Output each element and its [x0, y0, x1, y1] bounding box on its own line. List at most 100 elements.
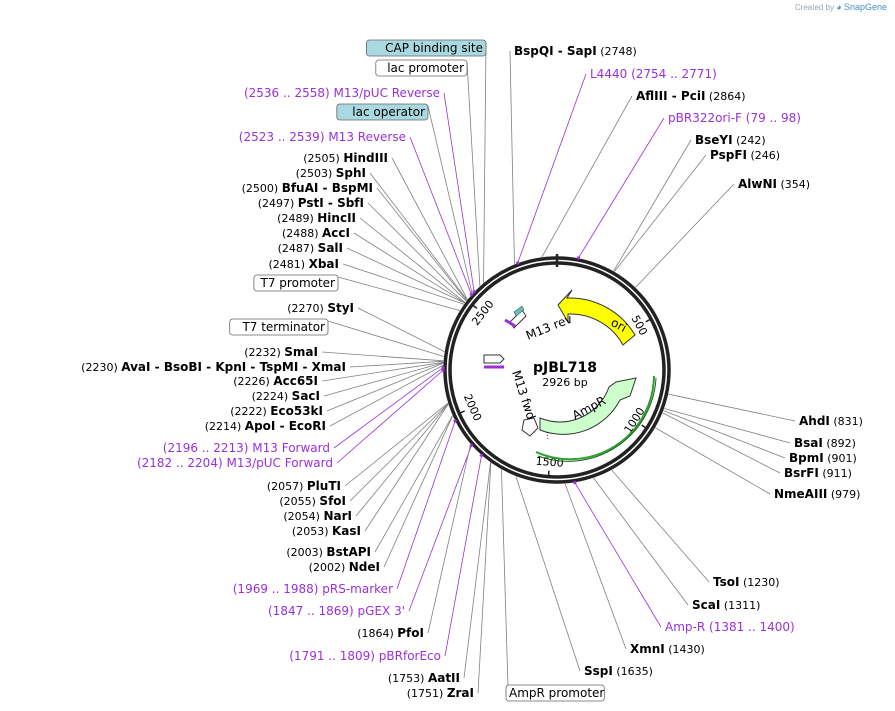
site-label-avai[interactable]: (2230) AvaI - BsoBI - KpnI - TspMI - Xma…	[81, 360, 346, 374]
label-part: (2226)	[233, 375, 270, 388]
site-label-saci[interactable]: (2224) SacI	[252, 389, 320, 403]
leader-line	[396, 420, 456, 590]
feature-box-cap-binding-site[interactable]: CAP binding site	[365, 39, 487, 57]
label-part: NdeI	[349, 560, 380, 574]
site-label-zrai[interactable]: (1751) ZraI	[407, 686, 474, 700]
leader-lines	[321, 41, 796, 694]
site-label-m13-puc-forward[interactable]: (2182 .. 2204) M13/pUC Forward	[137, 456, 333, 470]
site-label-bspqi[interactable]: BspQI - SapI (2748)	[514, 44, 637, 58]
m13-fwd-arrow[interactable]	[483, 354, 505, 364]
feature-box-t7-promoter[interactable]: T7 promoter	[253, 274, 339, 292]
site-label-sali[interactable]: (2487) SalI	[278, 241, 343, 255]
feature-box-lac-promoter[interactable]: lac promoter	[375, 59, 468, 77]
label-part: (2505)	[303, 152, 340, 165]
site-label-m13-reverse[interactable]: (2523 .. 2539) M13 Reverse	[239, 130, 406, 144]
leader-line	[466, 61, 481, 287]
label-part: SphI	[336, 166, 366, 180]
site-label-apoi[interactable]: (2214) ApoI - EcoRI	[205, 419, 326, 433]
label-part: NarI	[323, 509, 352, 523]
label-part: (2500)	[242, 182, 279, 195]
site-label-l4440[interactable]: L4440 (2754 .. 2771)	[590, 67, 717, 81]
site-label-hincii[interactable]: (2489) HincII	[277, 211, 356, 225]
site-label-m13-puc-reverse[interactable]: (2536 .. 2558) M13/pUC Reverse	[244, 86, 440, 100]
feature-box-t7-terminator[interactable]: T7 terminator	[229, 318, 329, 336]
site-label-hindiii[interactable]: (2505) HindIII	[303, 151, 388, 165]
tick-mark-1000	[641, 424, 648, 429]
primer-ring-mark	[469, 443, 474, 448]
site-label-bfuai[interactable]: (2500) BfuAI - BspMI	[242, 181, 373, 195]
leader-line	[578, 117, 665, 259]
label-part: -	[275, 419, 288, 433]
site-label-psti[interactable]: (2497) PstI - SbfI	[258, 196, 364, 210]
feature-box-lac-operator[interactable]: lac operator	[336, 103, 429, 121]
site-label-pfoi[interactable]: (1864) PfoI	[357, 626, 424, 640]
site-label-sfoi[interactable]: (2055) SfoI	[279, 494, 346, 508]
label-part: (2754 .. 2771)	[631, 67, 717, 81]
label-part: (1847 .. 1869)	[268, 604, 354, 618]
label-part: SfoI	[319, 494, 346, 508]
ori-feature-arrow[interactable]	[557, 289, 636, 346]
site-label-pbr322ori-f[interactable]: pBR322ori-F (79 .. 98)	[668, 111, 801, 125]
site-label-acc65i[interactable]: (2226) Acc65I	[233, 374, 318, 388]
label-part: pBRforEco	[379, 649, 441, 663]
leader-line	[668, 393, 796, 422]
site-label-ndei[interactable]: (2002) NdeI	[309, 560, 380, 574]
label-part: StyI	[327, 301, 354, 315]
site-label-alwni[interactable]: AlwNI (354)	[738, 177, 810, 191]
watermark-brand: SnapGene	[843, 2, 887, 12]
site-label-amp-r[interactable]: Amp-R (1381 .. 1400)	[665, 620, 795, 634]
feature-box-ampr-promoter[interactable]: AmpR promoter	[505, 684, 605, 702]
site-label-xbai[interactable]: (2481) XbaI	[269, 257, 339, 271]
site-label-sphi[interactable]: (2503) SphI	[296, 166, 366, 180]
label-part: HincII	[317, 211, 356, 225]
feature-box-label: lac operator	[352, 105, 425, 119]
site-label-bsai[interactable]: BsaI (892)	[794, 436, 856, 450]
label-part: (1751)	[407, 687, 444, 700]
leader-line	[443, 92, 475, 292]
leader-line	[517, 73, 587, 264]
site-label-pspfi[interactable]: PspFI (246)	[710, 148, 780, 162]
site-label-afliii[interactable]: AflIII - PciI (2864)	[636, 89, 746, 103]
site-label-styi[interactable]: (2270) StyI	[287, 301, 354, 315]
label-part: (2497)	[258, 197, 295, 210]
leader-line	[509, 50, 515, 265]
feature-label-ori: ori	[609, 315, 629, 335]
site-label-eco53ki[interactable]: (2222) Eco53kI	[230, 404, 323, 418]
site-label-ahdi[interactable]: AhdI (831)	[799, 414, 863, 428]
leader-line	[326, 362, 444, 412]
site-label-scai[interactable]: ScaI (1311)	[692, 598, 760, 612]
leader-line	[321, 351, 444, 362]
leader-line	[321, 361, 444, 382]
site-label-pgex-3-[interactable]: (1847 .. 1869) pGEX 3'	[268, 604, 405, 618]
label-part: AhdI	[799, 414, 830, 428]
site-label-nmeaiii[interactable]: NmeAIII (979)	[774, 487, 860, 501]
t7-marker-arrow[interactable]	[521, 417, 539, 437]
label-part: pBR322ori-F	[668, 111, 742, 125]
site-label-smai[interactable]: (2232) SmaI	[244, 345, 318, 359]
site-label-bseyi[interactable]: BseYI (242)	[695, 133, 766, 147]
site-label-xmni[interactable]: XmnI (1430)	[630, 642, 705, 656]
site-label-aatii[interactable]: (1753) AatII	[388, 671, 460, 685]
label-part: -	[324, 196, 337, 210]
site-label-tsoi[interactable]: TsoI (1230)	[713, 575, 780, 589]
site-label-nari[interactable]: (2054) NarI	[283, 509, 352, 523]
label-part: M13 Reverse	[328, 130, 406, 144]
site-label-pluti[interactable]: (2057) PluTI	[267, 479, 341, 493]
site-label-bstapi[interactable]: (2003) BstAPI	[286, 545, 371, 559]
site-label-kasi[interactable]: (2053) KasI	[292, 524, 361, 538]
ampr-feature-arrow[interactable]	[539, 377, 637, 435]
site-label-pbrforeco[interactable]: (1791 .. 1809) pBRforEco	[289, 649, 441, 663]
site-label-prs-marker[interactable]: (1969 .. 1988) pRS-marker	[233, 582, 393, 596]
site-label-m13-forward[interactable]: (2196 .. 2213) M13 Forward	[163, 441, 330, 455]
leader-line	[374, 415, 453, 553]
label-part: (2489)	[277, 212, 314, 225]
site-label-acci[interactable]: (2488) AccI	[282, 226, 350, 240]
leader-line	[349, 403, 449, 502]
label-part: HindIII	[343, 151, 388, 165]
label-part: XmaI	[312, 360, 346, 374]
label-part: (2214)	[205, 420, 242, 433]
leader-line	[333, 367, 444, 449]
site-label-bpmi[interactable]: BpmI (901)	[789, 451, 857, 465]
site-label-bsrfi[interactable]: BsrFI (911)	[784, 466, 852, 480]
site-label-sspi[interactable]: SspI (1635)	[584, 664, 653, 678]
